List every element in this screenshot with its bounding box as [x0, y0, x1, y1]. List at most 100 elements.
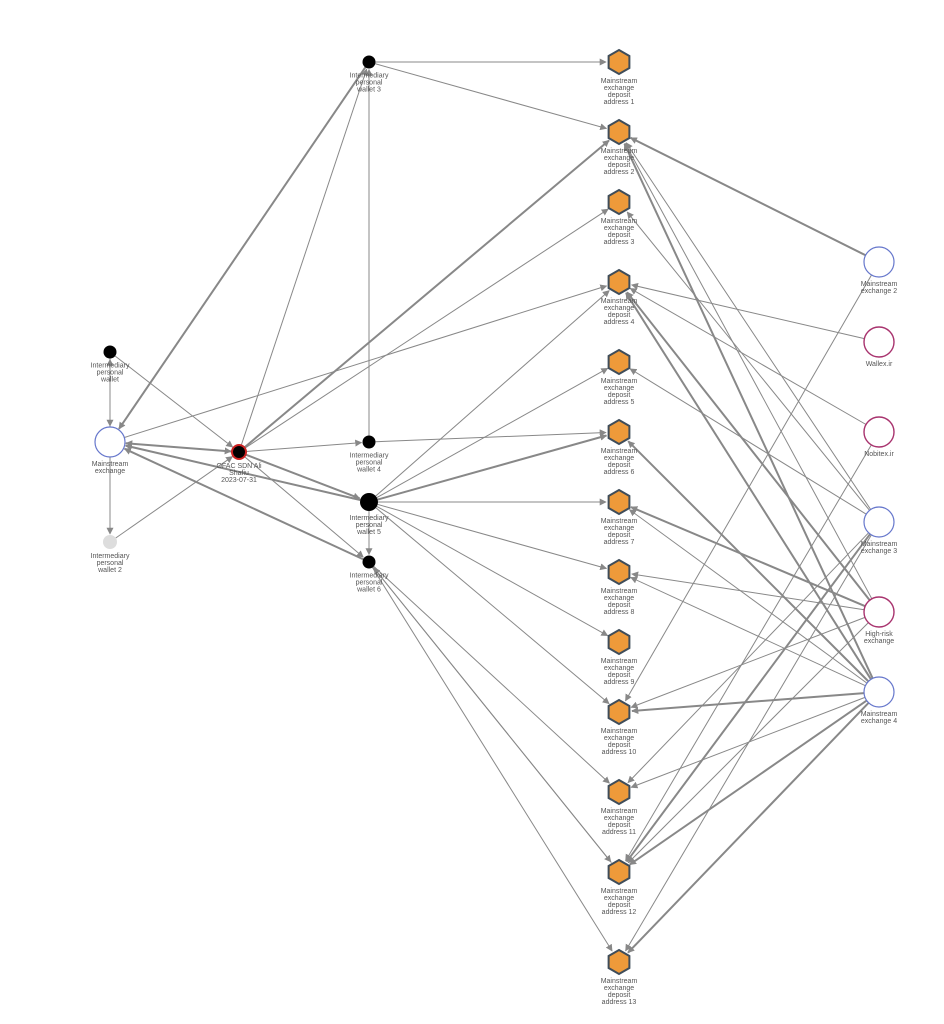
- edge-ofac-to-ipw4: [245, 439, 363, 452]
- edge-me4-to-d8: [630, 576, 866, 687]
- node-nobitex[interactable]: Nobitex.ir: [863, 416, 895, 458]
- edge-ipw5-to-d9: [376, 505, 609, 637]
- deposit-address-hexagon[interactable]: [607, 118, 631, 146]
- edges-layer: [106, 58, 874, 954]
- edge-me4-to-d7: [628, 509, 868, 684]
- node-label-line: Intermediary: [350, 73, 389, 80]
- deposit-address-hexagon[interactable]: [607, 488, 631, 516]
- node-label-line: deposit: [608, 392, 631, 399]
- exchange-circle[interactable]: [863, 506, 895, 538]
- deposit-address-hexagon[interactable]: [607, 268, 631, 296]
- deposit-address-hexagon[interactable]: [607, 948, 631, 976]
- node-label-line: Shafiu: [229, 470, 249, 477]
- node-label-line: Mainstream: [601, 588, 638, 595]
- node-label-line: address 9: [604, 679, 635, 686]
- node-label-line: Mainstream: [601, 298, 638, 305]
- exchange-circle[interactable]: [94, 426, 126, 458]
- node-label-line: exchange 4: [861, 718, 897, 725]
- deposit-address-hexagon[interactable]: [607, 348, 631, 376]
- node-label-line: Mainstream: [601, 448, 638, 455]
- node-label-line: deposit: [608, 672, 631, 679]
- deposit-address-hexagon[interactable]: [607, 558, 631, 586]
- node-wallex[interactable]: Wallex.ir: [863, 326, 895, 368]
- high-risk-exchange-circle[interactable]: [863, 596, 895, 628]
- edge-ipw3-to-me: [118, 66, 367, 430]
- high-risk-exchange-circle[interactable]: [863, 326, 895, 358]
- node-label-line: exchange: [604, 895, 634, 902]
- deposit-address-hexagon[interactable]: [607, 628, 631, 656]
- personal-wallet-circle[interactable]: [103, 345, 117, 359]
- node-label-line: Mainstream: [601, 888, 638, 895]
- node-label-line: wallet 6: [356, 587, 381, 594]
- personal-wallet-circle[interactable]: [362, 55, 376, 69]
- deposit-address-hexagon[interactable]: [607, 858, 631, 886]
- node-label-line: Mainstream: [601, 378, 638, 385]
- edge-hre-to-d4: [626, 291, 871, 601]
- node-label-line: Intermediary: [91, 363, 130, 370]
- deposit-address-hexagon[interactable]: [607, 778, 631, 806]
- node-label-line: deposit: [608, 602, 631, 609]
- personal-wallet-circle[interactable]: [360, 493, 378, 511]
- node-label-line: Mainstream: [601, 808, 638, 815]
- node-label-line: personal: [356, 522, 383, 529]
- exchange-circle[interactable]: [863, 676, 895, 708]
- deposit-address-hexagon[interactable]: [607, 698, 631, 726]
- node-label-line: Mainstream: [601, 148, 638, 155]
- node-label-line: deposit: [608, 312, 631, 319]
- deposit-address-hexagon[interactable]: [607, 48, 631, 76]
- node-label-line: personal: [356, 80, 383, 87]
- exchange-circle[interactable]: [863, 246, 895, 278]
- sanctioned-wallet-circle[interactable]: [231, 444, 247, 460]
- deposit-address-hexagon[interactable]: [607, 188, 631, 216]
- node-label-line: Mainstream: [601, 728, 638, 735]
- node-label-line: personal: [356, 580, 383, 587]
- deposit-address-hexagon[interactable]: [607, 418, 631, 446]
- node-label-line: Nobitex.ir: [864, 451, 894, 458]
- personal-wallet-circle[interactable]: [362, 435, 376, 449]
- inactive-wallet-circle[interactable]: [103, 535, 117, 549]
- personal-wallet-circle[interactable]: [362, 555, 376, 569]
- node-label-line: address 13: [602, 999, 637, 1006]
- node-label-line: address 2: [604, 169, 635, 176]
- high-risk-exchange-circle[interactable]: [863, 416, 895, 448]
- edge-ofac-to-d2: [243, 139, 610, 449]
- node-label-line: exchange: [604, 525, 634, 532]
- edge-me4-to-d12: [629, 699, 868, 866]
- node-label-line: Mainstream: [601, 518, 638, 525]
